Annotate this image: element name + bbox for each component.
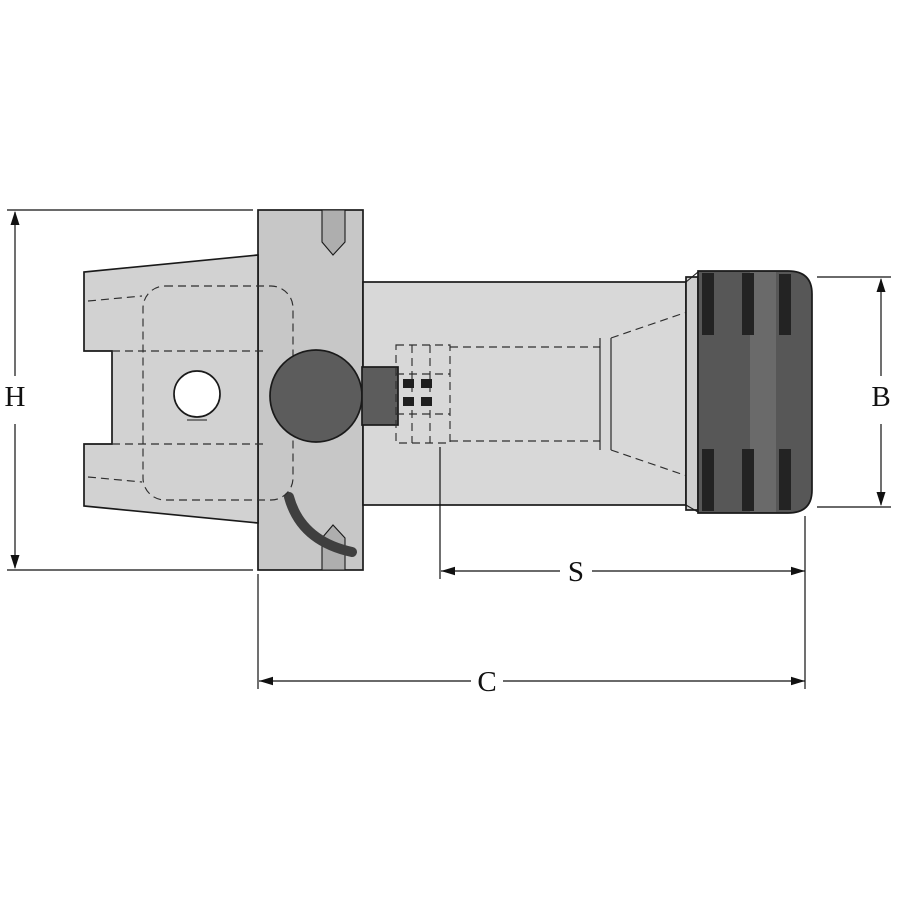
dimension-s: S bbox=[439, 447, 805, 588]
nut-highlight-band bbox=[750, 272, 776, 512]
dim-c-label: C bbox=[477, 666, 496, 698]
dimension-b: B bbox=[817, 276, 891, 508]
pocket-hidden-outline bbox=[395, 344, 451, 444]
dim-c-arrow-left bbox=[259, 676, 273, 686]
nut-slot bbox=[779, 449, 791, 510]
setscrew-mark bbox=[421, 397, 432, 406]
dim-h-arrow-top bbox=[10, 211, 20, 225]
dim-b-arrow-top bbox=[876, 278, 886, 292]
dim-h-label: H bbox=[5, 381, 26, 413]
dimension-c: C bbox=[257, 516, 806, 698]
shank-drive-hole bbox=[173, 370, 221, 418]
nut-group bbox=[685, 270, 813, 514]
nut-slot bbox=[779, 274, 791, 335]
nut-chamfer-bottom bbox=[685, 504, 699, 513]
flange-top-groove bbox=[321, 209, 346, 256]
nut-slot bbox=[742, 449, 754, 511]
dim-s-label: S bbox=[568, 556, 584, 588]
setscrew-mark bbox=[421, 379, 432, 388]
dimension-h: H bbox=[5, 209, 253, 571]
drive-ball bbox=[269, 349, 363, 443]
nut-slot bbox=[702, 449, 714, 511]
taper-hidden-line-bottom bbox=[87, 476, 143, 483]
nut-chamfer-top bbox=[685, 271, 699, 283]
dim-c-arrow-right bbox=[791, 676, 805, 686]
dim-s-arrow-left bbox=[441, 566, 455, 576]
shank-body bbox=[83, 254, 259, 524]
taper-hidden-line-top bbox=[87, 295, 143, 302]
setscrew-mark bbox=[403, 379, 414, 388]
setscrew-mark bbox=[403, 397, 414, 406]
nut-slot bbox=[702, 273, 714, 335]
dim-s-arrow-right bbox=[791, 566, 805, 576]
dim-h-arrow-bottom bbox=[10, 555, 20, 569]
bore-taper-hidden-top bbox=[610, 310, 691, 339]
dim-b-label: B bbox=[871, 381, 890, 413]
bore-taper-hidden-bottom bbox=[610, 449, 691, 478]
body-group bbox=[269, 281, 691, 506]
flange-groove-shading bbox=[284, 492, 357, 557]
nut-ring bbox=[685, 276, 699, 511]
drive-tab bbox=[361, 366, 399, 426]
dim-b-arrow-bottom bbox=[876, 492, 886, 506]
cylindrical-body bbox=[362, 281, 687, 506]
nut-slot bbox=[742, 273, 754, 335]
